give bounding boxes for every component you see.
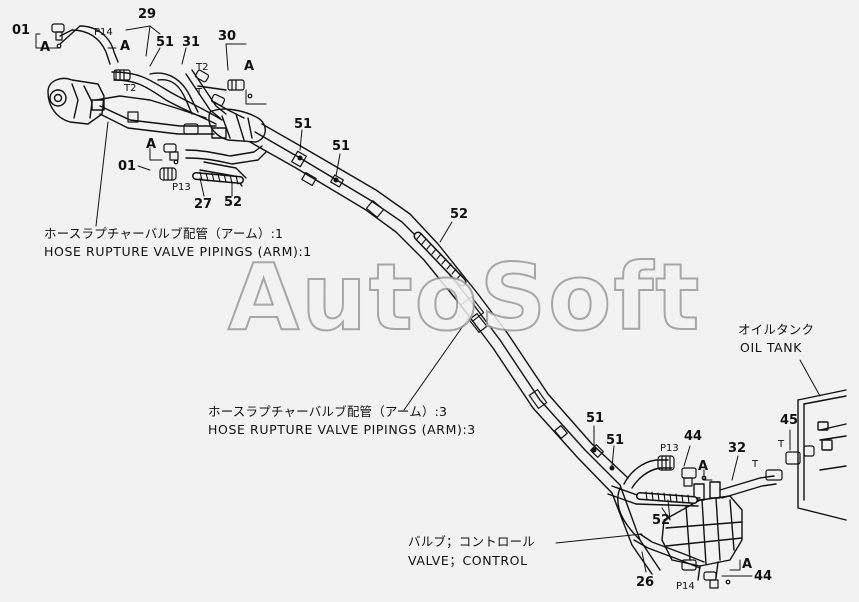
callout-01-top: 01 <box>12 23 31 38</box>
caption-arm1-jp: ホースラプチャーバルブ配管（アーム）:1 <box>44 226 284 241</box>
caption-valve-jp: バルブ；コントロール <box>408 534 536 549</box>
oil-tank <box>797 389 847 521</box>
main-pipe-run <box>249 123 661 575</box>
tag-t2-top: T2 <box>196 62 209 73</box>
tag-a-5: A <box>698 459 709 474</box>
tag-a-6: A <box>742 557 753 572</box>
callout-52-mid: 52 <box>450 207 469 222</box>
tag-a-4: A <box>146 137 157 152</box>
tag-a-2: A <box>120 39 131 54</box>
callout-44-top: 44 <box>684 429 703 444</box>
callout-30: 30 <box>218 29 237 44</box>
watermark: AutoSoft <box>227 244 702 351</box>
callout-51-mid2: 51 <box>332 139 351 154</box>
upper-pipes <box>59 25 267 187</box>
callout-01-bottom: 01 <box>118 159 137 174</box>
caption-arm1-en: HOSE RUPTURE VALVE PIPINGS (ARM):1 <box>44 244 312 259</box>
lower-fittings <box>657 445 815 589</box>
callout-51-mid1: 51 <box>294 117 313 132</box>
callout-27: 27 <box>194 197 213 212</box>
callout-31: 31 <box>182 35 201 50</box>
callout-52-low: 52 <box>652 513 671 528</box>
rupture-valve-arm1 <box>47 77 266 143</box>
callout-45: 45 <box>780 413 799 428</box>
tag-p14-top: P14 <box>94 27 113 38</box>
caption-oil-tank-en: OIL TANK <box>740 340 803 355</box>
pipe-dots <box>297 155 615 471</box>
caption-arm3-jp: ホースラプチャーバルブ配管（アーム）:3 <box>208 404 448 419</box>
pipe-clamps <box>291 150 604 458</box>
callout-51-top: 51 <box>156 35 175 50</box>
control-valve <box>661 481 743 581</box>
tag-p14-bottom: P14 <box>676 581 695 592</box>
callout-51-low1: 51 <box>586 411 605 426</box>
callout-26: 26 <box>636 575 655 590</box>
tag-t-top: T <box>196 87 203 98</box>
braided-hose-lower <box>636 491 698 504</box>
braided-hose-27 <box>192 171 244 185</box>
leader-lines <box>35 25 821 577</box>
caption-valve-en: VALVE；CONTROL <box>408 553 528 568</box>
callout-32: 32 <box>728 441 747 456</box>
caption-arm3-en: HOSE RUPTURE VALVE PIPINGS (ARM):3 <box>208 422 476 437</box>
tag-t-right1: T <box>752 459 759 470</box>
tag-p13-right: P13 <box>660 443 679 454</box>
caption-oil-tank-jp: オイルタンク <box>738 322 815 337</box>
callout-44-bottom: 44 <box>754 569 773 584</box>
tag-t-right2: T <box>778 439 785 450</box>
tag-a-3: A <box>244 59 255 74</box>
lower-pipes <box>607 459 777 569</box>
upper-fittings <box>51 23 253 181</box>
tag-a-1: A <box>40 40 51 55</box>
tag-p13-left: P13 <box>172 182 191 193</box>
braided-hose-52 <box>413 231 467 287</box>
callout-29: 29 <box>138 7 157 22</box>
callout-52-left: 52 <box>224 195 243 210</box>
tag-t2-left: T2 <box>124 83 137 94</box>
callout-51-low2: 51 <box>606 433 625 448</box>
